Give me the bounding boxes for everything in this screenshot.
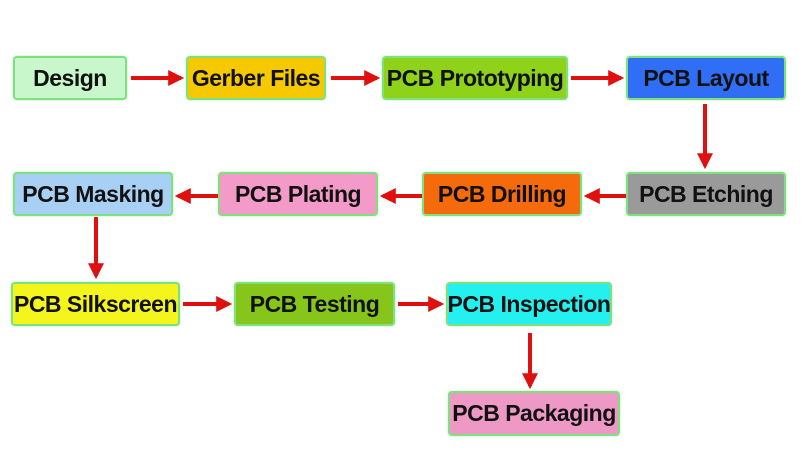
step-label: PCB Packaging	[452, 400, 616, 426]
step-pcb-prototyping: PCB Prototyping	[382, 56, 568, 100]
step-label: PCB Silkscreen	[13, 290, 178, 317]
step-label: PCB Layout	[643, 64, 769, 91]
step-label: PCB Prototyping	[386, 64, 564, 91]
step-label: PCB Plating	[234, 180, 362, 207]
step-design: Design	[13, 56, 127, 100]
step-gerber-files: Gerber Files	[186, 56, 326, 100]
step-pcb-testing: PCB Testing	[234, 282, 395, 326]
step-pcb-drilling: PCB Drilling	[422, 172, 582, 216]
step-label: PCB Etching	[639, 180, 773, 207]
step-pcb-masking: PCB Masking	[13, 172, 173, 216]
step-label: PCB Masking	[22, 180, 164, 207]
step-pcb-packaging: PCB Packaging	[448, 391, 620, 436]
step-label: PCB Inspection	[447, 290, 611, 317]
step-pcb-layout: PCB Layout	[626, 56, 786, 100]
step-label: PCB Testing	[249, 290, 380, 317]
step-pcb-inspection: PCB Inspection	[446, 282, 612, 326]
step-label: PCB Drilling	[437, 180, 567, 207]
step-pcb-silkscreen: PCB Silkscreen	[11, 282, 180, 326]
step-label: Gerber Files	[191, 64, 321, 91]
step-pcb-plating: PCB Plating	[218, 172, 378, 216]
step-label: Design	[33, 64, 107, 91]
step-pcb-etching: PCB Etching	[626, 172, 786, 216]
